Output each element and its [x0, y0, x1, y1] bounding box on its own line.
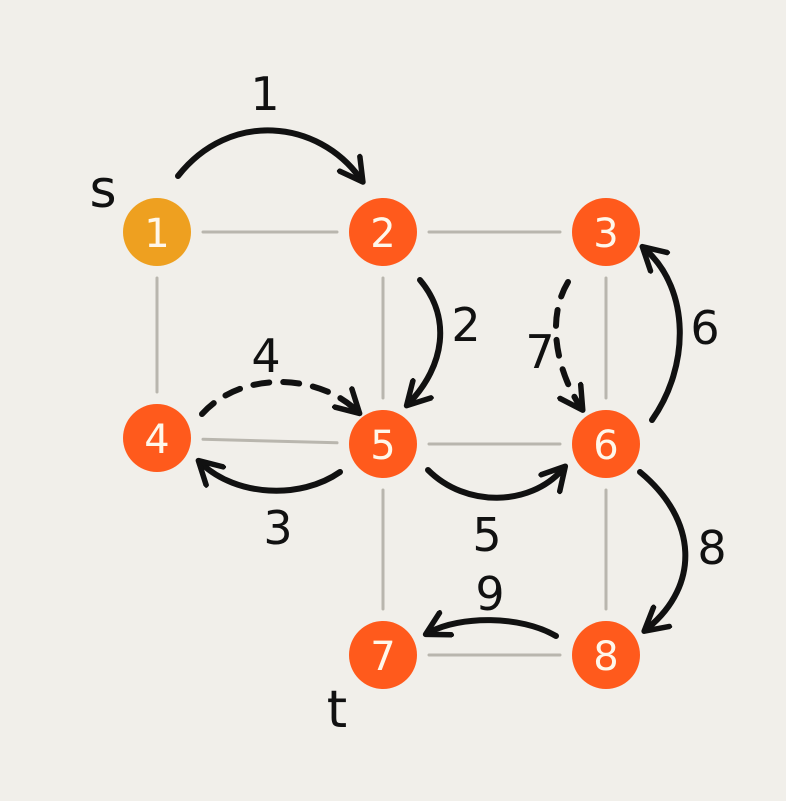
edges-layer — [155, 230, 608, 657]
node-7: 7 — [349, 621, 417, 689]
node-circle-8 — [572, 621, 640, 689]
node-circle-1 — [123, 198, 191, 266]
step-label-5: 5 — [472, 508, 501, 562]
step-label-8: 8 — [697, 521, 726, 575]
target-label: t — [327, 680, 347, 740]
node-label-1: 1 — [144, 211, 169, 257]
step-label-7: 7 — [525, 325, 554, 379]
step-arrow-6 — [646, 250, 683, 423]
node-label-5: 5 — [370, 423, 395, 469]
node-1: 1 — [123, 198, 191, 266]
node-5: 5 — [349, 410, 417, 478]
step-arrow-5 — [425, 470, 562, 501]
step-arrow-4 — [199, 379, 356, 417]
step-arrow-7 — [553, 279, 580, 406]
node-label-3: 3 — [593, 211, 618, 257]
step-arrow-3 — [202, 464, 343, 494]
node-circle-4 — [123, 404, 191, 472]
step-arrow-9 — [430, 620, 559, 639]
node-circle-7 — [349, 621, 417, 689]
step-arrow-8 — [637, 469, 689, 628]
step-arrow-1 — [175, 127, 360, 178]
step-label-6: 6 — [690, 301, 719, 355]
node-8: 8 — [572, 621, 640, 689]
labels-layer: s t — [89, 160, 347, 740]
node-circle-3 — [572, 198, 640, 266]
node-label-4: 4 — [144, 417, 169, 463]
step-arrow-2 — [410, 277, 444, 402]
node-3: 3 — [572, 198, 640, 266]
node-circle-5 — [349, 410, 417, 478]
edge-4-5 — [201, 437, 339, 445]
step-label-4: 4 — [251, 329, 280, 383]
step-label-1: 1 — [250, 67, 279, 121]
node-circle-6 — [572, 410, 640, 478]
node-4: 4 — [123, 404, 191, 472]
step-label-9: 9 — [475, 567, 504, 621]
node-circle-2 — [349, 198, 417, 266]
node-label-2: 2 — [370, 211, 395, 257]
step-label-2: 2 — [451, 298, 480, 352]
node-label-8: 8 — [593, 634, 618, 680]
node-label-6: 6 — [593, 423, 618, 469]
node-2: 2 — [349, 198, 417, 266]
step-label-3: 3 — [263, 501, 292, 555]
node-label-7: 7 — [370, 634, 395, 680]
source-label: s — [89, 160, 116, 220]
node-6: 6 — [572, 410, 640, 478]
